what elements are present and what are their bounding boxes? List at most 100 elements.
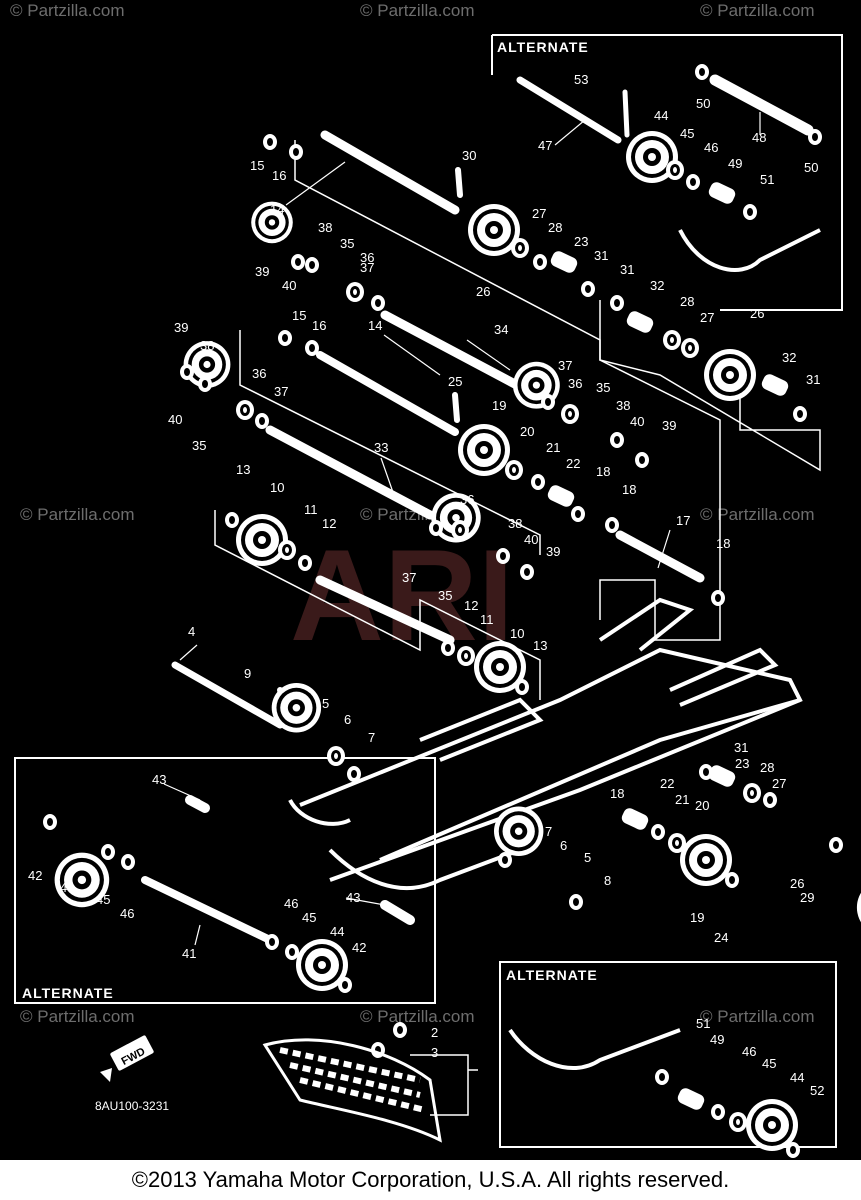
callout-44: 44: [330, 924, 344, 939]
callout-27: 27: [772, 776, 786, 791]
callout-3: 3: [431, 1045, 438, 1060]
callout-27: 27: [700, 310, 714, 325]
callout-30: 30: [462, 148, 476, 163]
callout-50: 50: [696, 96, 710, 111]
callout-39: 39: [662, 418, 676, 433]
callout-35: 35: [192, 438, 206, 453]
callout-31: 31: [806, 372, 820, 387]
callout-39: 39: [546, 544, 560, 559]
callout-45: 45: [302, 910, 316, 925]
callout-31: 31: [594, 248, 608, 263]
callout-18: 18: [622, 482, 636, 497]
callout-40: 40: [168, 412, 182, 427]
watermark: © Partzilla.com: [700, 1, 815, 20]
copyright-footer: ©2013 Yamaha Motor Corporation, U.S.A. A…: [0, 1160, 861, 1200]
wheel-19-lower: [680, 834, 732, 886]
callout-45: 45: [96, 892, 110, 907]
callout-2: 2: [431, 1025, 438, 1040]
diagram-code: 8AU100-3231: [95, 1099, 169, 1113]
callout-43: 43: [346, 890, 360, 905]
callout-37: 37: [402, 570, 416, 585]
watermark: © Partzilla.com: [20, 505, 135, 524]
callout-46: 46: [120, 906, 134, 921]
callout-31: 31: [734, 740, 748, 755]
callout-7: 7: [368, 730, 375, 745]
callout-26: 26: [476, 284, 490, 299]
callout-15: 15: [292, 308, 306, 323]
alternate-box-bottom-right: ALTERNATE: [499, 961, 837, 1148]
callout-35: 35: [340, 236, 354, 251]
callout-46: 46: [742, 1044, 756, 1059]
callout-36: 36: [360, 250, 374, 265]
callout-39: 39: [174, 320, 188, 335]
callout-23: 23: [574, 234, 588, 249]
callout-39: 39: [255, 264, 269, 279]
watermark: © Partzilla.com: [700, 1007, 815, 1026]
callout-37: 37: [360, 260, 374, 275]
callout-25: 25: [448, 374, 462, 389]
callout-31: 31: [620, 262, 634, 277]
callout-5: 5: [584, 850, 591, 865]
callout-46: 46: [704, 140, 718, 155]
callout-46: 46: [284, 896, 298, 911]
callout-23: 23: [735, 756, 749, 771]
callout-labels: 2 3 4 5 5 6 6 7 7 8 9 10 10 11 11 12 12 …: [28, 72, 824, 1098]
callout-8: 8: [604, 873, 611, 888]
callout-12: 12: [464, 598, 478, 613]
callout-51: 51: [696, 1016, 710, 1031]
wheel-10-left: [236, 514, 288, 566]
callout-14: 14: [368, 318, 382, 333]
callout-47: 47: [538, 138, 552, 153]
watermark: © Partzilla.com: [20, 1007, 135, 1026]
callout-34: 34: [494, 322, 508, 337]
leader-lines: [163, 112, 761, 946]
callout-26: 26: [750, 306, 764, 321]
callout-18: 18: [610, 786, 624, 801]
callout-40: 40: [524, 532, 538, 547]
callout-43: 43: [152, 772, 166, 787]
callout-20: 20: [520, 424, 534, 439]
callout-40: 40: [282, 278, 296, 293]
callout-50: 50: [804, 160, 818, 175]
callout-20: 20: [695, 798, 709, 813]
wheel-26-mid: [704, 349, 756, 401]
callout-32: 32: [650, 278, 664, 293]
callout-12: 12: [322, 516, 336, 531]
alternate-title: ALTERNATE: [497, 39, 589, 55]
callout-45: 45: [680, 126, 694, 141]
callout-36: 36: [460, 492, 474, 507]
callout-14: 14: [270, 202, 284, 217]
callout-44: 44: [654, 108, 668, 123]
track-belt: FWD: [100, 1035, 478, 1143]
callout-17: 17: [676, 513, 690, 528]
callout-19: 19: [690, 910, 704, 925]
alternate-title: ALTERNATE: [22, 985, 114, 1001]
callout-13: 13: [236, 462, 250, 477]
callout-49: 49: [728, 156, 742, 171]
callout-42: 42: [352, 940, 366, 955]
callout-40: 40: [630, 414, 644, 429]
callout-10: 10: [510, 626, 524, 641]
callout-29: 29: [800, 890, 814, 905]
watermark: © Partzilla.com: [360, 1007, 475, 1026]
callout-16: 16: [272, 168, 286, 183]
callout-35: 35: [596, 380, 610, 395]
callout-9: 9: [244, 666, 251, 681]
callout-45: 45: [762, 1056, 776, 1071]
suspension-frame: [288, 228, 821, 1071]
alternate-box-top: ALTERNATE: [491, 34, 843, 311]
callout-13: 13: [533, 638, 547, 653]
watermark-layer: © Partzilla.com © Partzilla.com © Partzi…: [10, 1, 815, 1026]
callout-26: 26: [790, 876, 804, 891]
callout-36: 36: [568, 376, 582, 391]
callout-48: 48: [752, 130, 766, 145]
callout-15: 15: [250, 158, 264, 173]
exploded-parts-diagram: © Partzilla.com © Partzilla.com © Partzi…: [10, 1, 861, 1158]
callout-38: 38: [508, 516, 522, 531]
callout-28: 28: [680, 294, 694, 309]
callout-6: 6: [344, 712, 351, 727]
callout-18: 18: [596, 464, 610, 479]
callout-37: 37: [558, 358, 572, 373]
callout-35: 35: [438, 588, 452, 603]
callout-44: 44: [790, 1070, 804, 1085]
